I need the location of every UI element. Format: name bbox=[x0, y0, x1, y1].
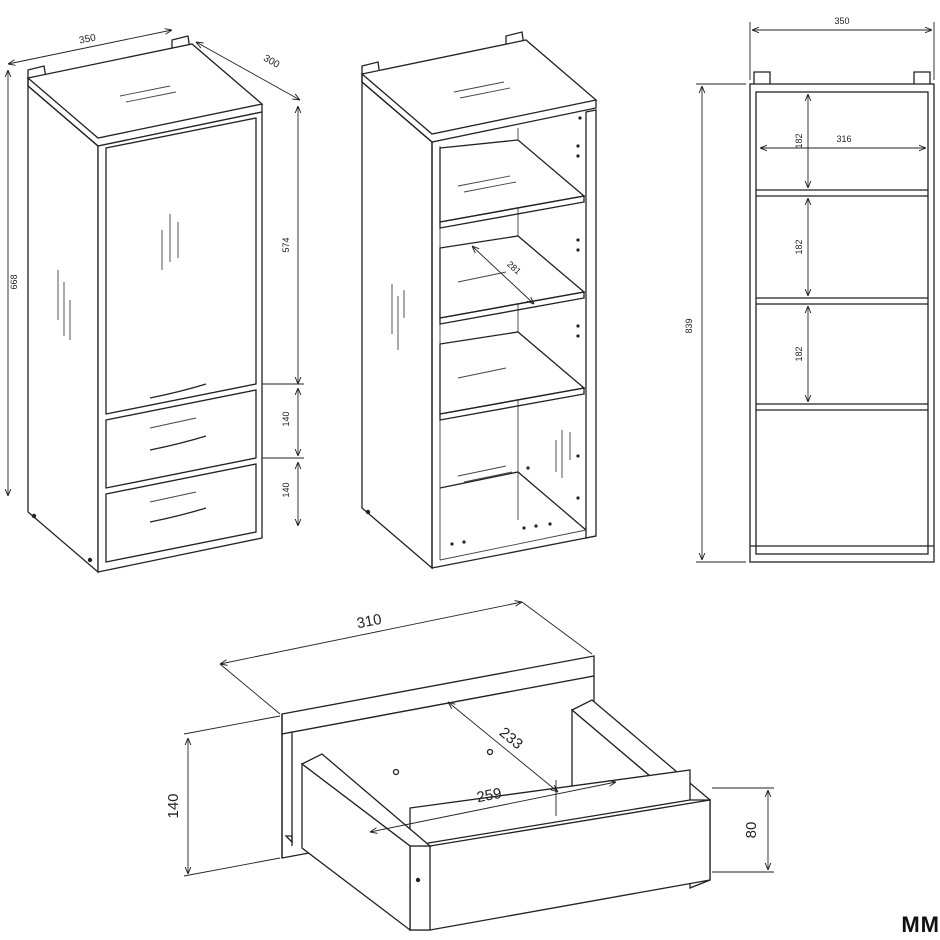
compartment-2-label: 182 bbox=[794, 239, 804, 254]
ext-front-right bbox=[521, 601, 593, 655]
shelf-reflections bbox=[457, 175, 517, 483]
wardrobe-width-label: 350 bbox=[78, 32, 97, 46]
front-inner-frame bbox=[755, 91, 929, 555]
shelf-1 bbox=[439, 139, 586, 223]
shelf-back-reflection bbox=[555, 430, 571, 478]
front-bracket-right bbox=[913, 71, 931, 84]
dim-line-shelf-depth bbox=[472, 246, 534, 304]
wardrobe-side-panel bbox=[27, 84, 99, 574]
wardrobe-depth-label: 300 bbox=[261, 53, 281, 71]
drawer-runner bbox=[284, 835, 293, 844]
shelf-3-edge bbox=[439, 387, 585, 421]
drawer-drawing: 310 233 259 140 80 bbox=[165, 601, 774, 932]
drawer-front-width-label: 310 bbox=[355, 611, 383, 632]
wardrobe-drawer-2 bbox=[105, 463, 257, 563]
door-height-label: 574 bbox=[281, 237, 291, 252]
drawer-inner-width-label: 259 bbox=[475, 785, 503, 806]
ext-height-bottom bbox=[183, 857, 281, 877]
drawer-knob-hole-1 bbox=[392, 768, 400, 776]
top-reflection bbox=[119, 85, 177, 103]
ext-front-left bbox=[219, 663, 281, 715]
unit-label: MM bbox=[901, 912, 940, 937]
door-reflection bbox=[161, 214, 179, 270]
foot-front bbox=[87, 557, 93, 563]
dim-line-depth bbox=[196, 42, 300, 100]
shelf-side-panel bbox=[361, 80, 433, 570]
dim-line-inner-width bbox=[370, 782, 616, 832]
drawer-box-height-label: 80 bbox=[743, 822, 760, 839]
foot-left bbox=[31, 513, 37, 519]
dim-line-width bbox=[8, 30, 172, 64]
compartment-1-label: 182 bbox=[794, 133, 804, 148]
front-outer-frame bbox=[749, 83, 935, 563]
shelf-2-edge bbox=[439, 291, 585, 325]
shelf-2 bbox=[439, 235, 586, 319]
shelf-unit-drawing: 281 bbox=[360, 31, 598, 570]
drawer-2-handle bbox=[149, 507, 207, 523]
front-bracket-left bbox=[753, 71, 771, 84]
wardrobe-drawer-1 bbox=[105, 389, 257, 489]
front-height-label: 839 bbox=[684, 318, 694, 333]
drawer-2-height-label: 140 bbox=[281, 482, 291, 497]
dim-line-front-width bbox=[220, 602, 522, 664]
drawer-front-height-label: 140 bbox=[165, 793, 182, 818]
drawer-1-height-label: 140 bbox=[281, 411, 291, 426]
shelf-bracket-right bbox=[505, 31, 525, 47]
shelf-3 bbox=[439, 331, 586, 415]
drawer-back-corner bbox=[409, 845, 431, 931]
wardrobe-dimensions: 350 300 668 574 140 140 bbox=[8, 30, 304, 526]
shelf-bottom bbox=[439, 471, 587, 531]
ext-height-top bbox=[183, 715, 281, 735]
shelf-pin-holes bbox=[365, 116, 582, 546]
wardrobe-door bbox=[105, 117, 257, 415]
drawer-screw-hole bbox=[415, 877, 421, 883]
shelf-side-reflection bbox=[391, 284, 405, 350]
dim-line-drawer-depth bbox=[448, 702, 558, 792]
front-view-drawing: 350 316 839 182 182 182 bbox=[684, 16, 935, 563]
wardrobe-drawing: 350 300 668 574 140 140 bbox=[8, 30, 304, 574]
shelf-right-edge bbox=[585, 109, 597, 539]
door-handle bbox=[149, 383, 207, 399]
side-reflection bbox=[57, 270, 71, 340]
drawer-reflection bbox=[149, 417, 197, 503]
front-dimensions: 350 316 839 182 182 182 bbox=[684, 16, 935, 563]
shelf-top-reflection bbox=[453, 81, 511, 99]
compartment-3-label: 182 bbox=[794, 346, 804, 361]
drawer-1-handle bbox=[149, 435, 207, 451]
inner-width-label: 316 bbox=[836, 134, 851, 144]
shelf-1-edge bbox=[439, 195, 585, 229]
wardrobe-height-label: 668 bbox=[9, 274, 19, 289]
front-width-label: 350 bbox=[834, 16, 849, 26]
shelf-frame bbox=[431, 142, 597, 569]
